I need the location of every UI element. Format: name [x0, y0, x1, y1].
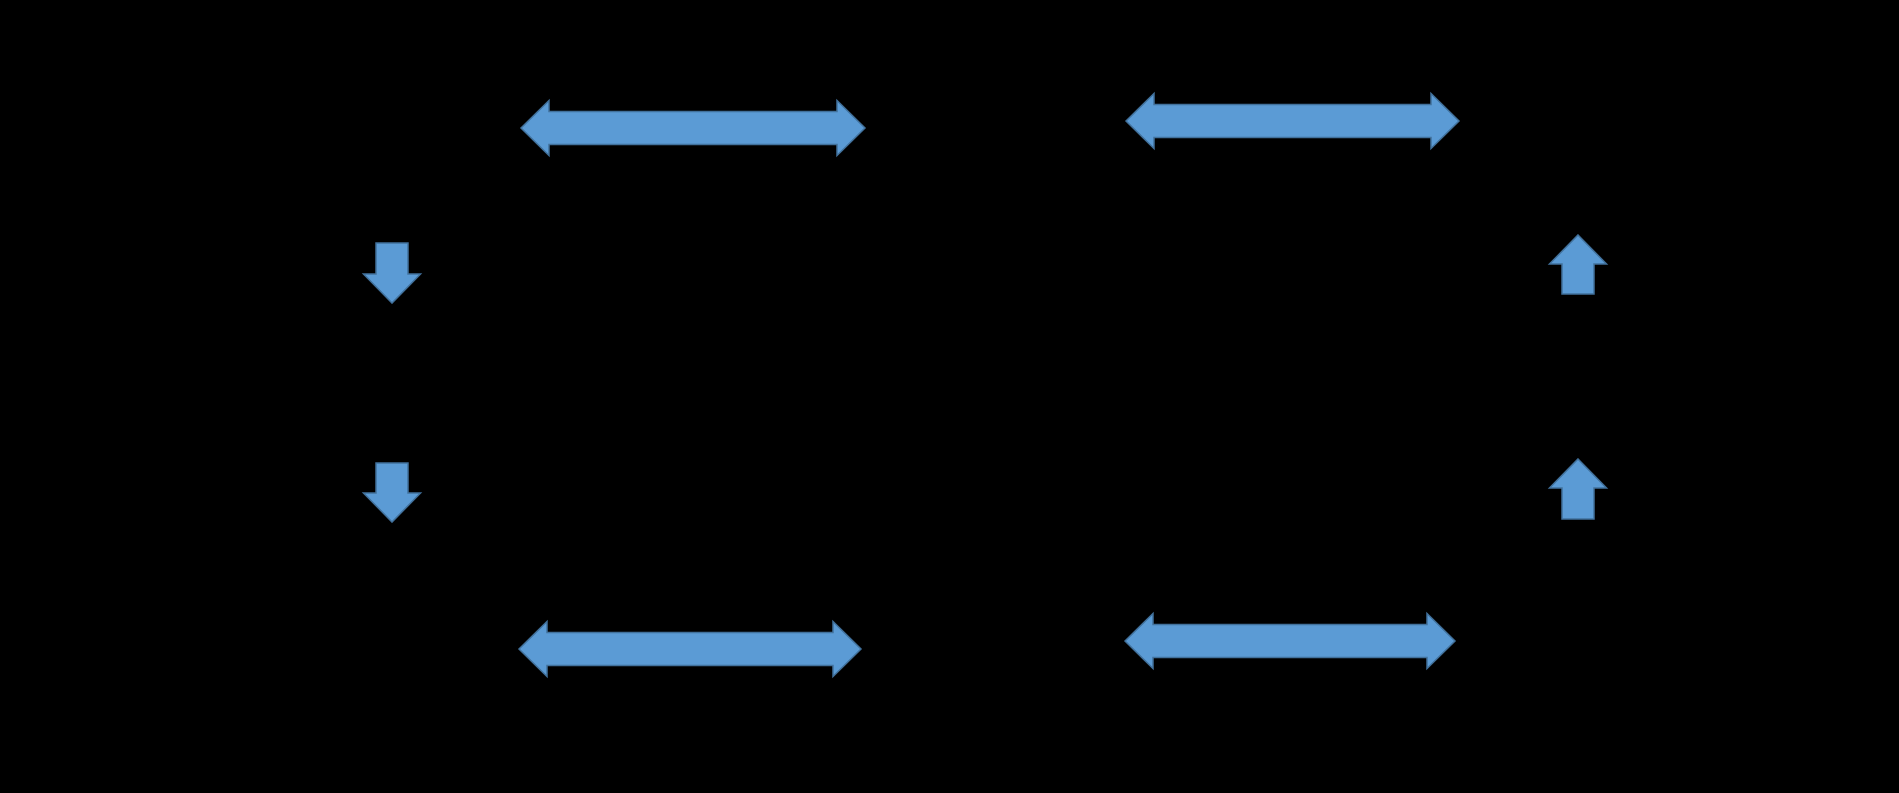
double-arrow-bottom-left — [517, 619, 863, 679]
double-arrow-bottom-right — [1123, 611, 1457, 671]
double-arrow-top-left — [519, 98, 867, 158]
double-arrow-top-right — [1124, 91, 1461, 151]
up-arrow-right-lower — [1547, 457, 1609, 520]
down-arrow-left-lower — [361, 462, 423, 524]
down-arrow-left-upper — [361, 242, 423, 305]
up-arrow-right-upper — [1547, 233, 1609, 295]
